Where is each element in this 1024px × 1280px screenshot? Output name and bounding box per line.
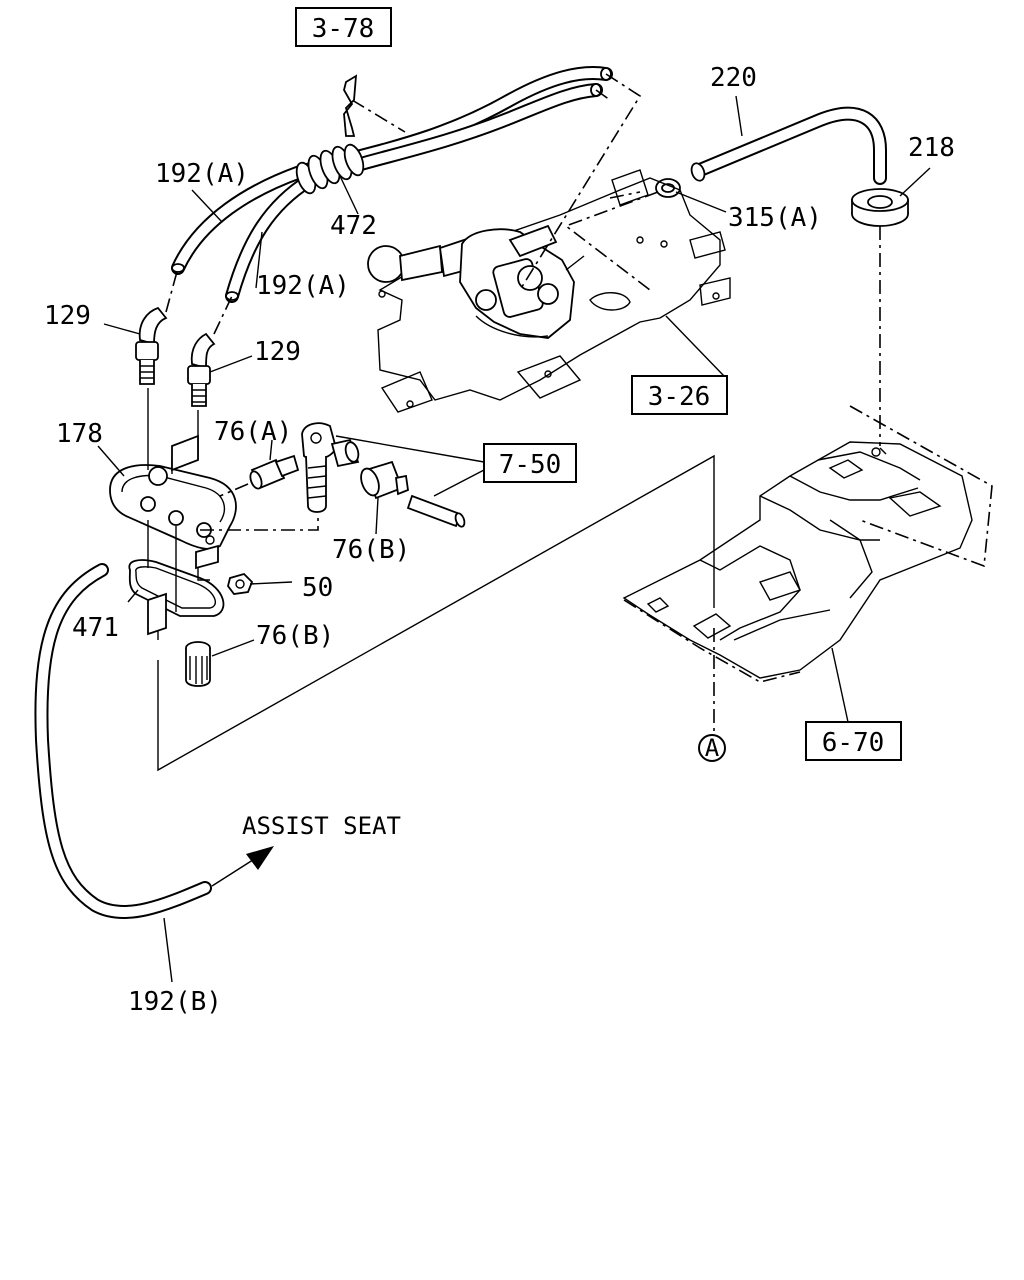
callout-76b-upper: 76(B) — [332, 535, 410, 565]
assembly-lines — [147, 73, 881, 772]
fitting-76a — [249, 454, 300, 490]
plate-178 — [109, 464, 237, 550]
ref-3-78-label: 3-78 — [312, 14, 375, 44]
callout-315a: 315(A) — [728, 203, 822, 233]
heater-bracket — [377, 169, 731, 413]
callout-218: 218 — [908, 133, 955, 163]
callout-472: 472 — [330, 211, 377, 241]
nut-50 — [227, 572, 254, 595]
callout-76a: 76(A) — [214, 417, 292, 447]
grommet-218 — [851, 188, 909, 227]
callout-129-left: 129 — [44, 301, 91, 331]
callout-50: 50 — [302, 573, 333, 603]
elbow-129-right — [187, 332, 216, 407]
fitting-76b-lower — [185, 641, 211, 687]
callout-129-right: 129 — [254, 337, 301, 367]
sleeve-472 — [295, 143, 365, 195]
fitting-76b-upper — [360, 460, 409, 500]
assist-seat-arrow — [211, 846, 274, 887]
tee-fitting — [301, 422, 360, 513]
ref-7-50-label: 7-50 — [499, 450, 562, 480]
callout-192a-upper: 192(A) — [155, 159, 249, 189]
floor-panel — [622, 405, 993, 683]
connector-a-marker: A — [698, 734, 726, 762]
elbow-129-left — [135, 306, 168, 385]
leader-lines — [97, 95, 931, 983]
hose-192b — [34, 563, 212, 919]
ref-box-6-70[interactable]: 6-70 — [805, 721, 902, 761]
ref-box-3-78[interactable]: 3-78 — [295, 7, 392, 47]
ref-6-70-label: 6-70 — [822, 728, 885, 758]
pipe-7-50 — [406, 494, 466, 528]
ref-3-26-label: 3-26 — [648, 382, 711, 412]
callout-76b-lower: 76(B) — [256, 621, 334, 651]
ref-box-7-50[interactable]: 7-50 — [483, 443, 577, 483]
heater-unit — [367, 224, 585, 339]
hose-192a-lower — [225, 83, 603, 303]
ref-box-3-26[interactable]: 3-26 — [631, 375, 728, 415]
callout-220: 220 — [710, 63, 757, 93]
hose-192a-upper — [171, 66, 613, 275]
callout-178: 178 — [56, 419, 103, 449]
assist-seat-note: ASSIST SEAT — [242, 812, 401, 840]
callout-471: 471 — [72, 613, 119, 643]
callout-connector-a: A — [705, 734, 720, 762]
callout-192b: 192(B) — [128, 987, 222, 1017]
callout-192a-lower: 192(A) — [256, 271, 350, 301]
hose-220 — [690, 106, 887, 185]
